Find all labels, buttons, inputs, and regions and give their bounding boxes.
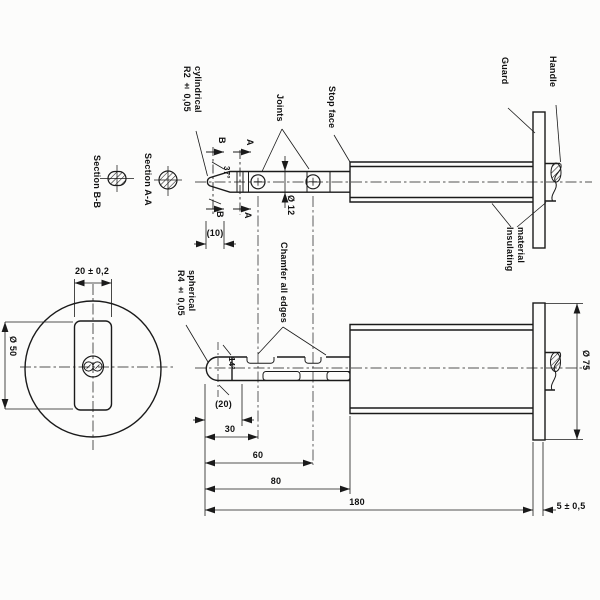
dim-label-20: (20): [215, 399, 232, 409]
handle-break-line-top: [551, 163, 562, 202]
bottom-view: [185, 196, 590, 465]
dim-label-dia50: Ø 50: [8, 336, 18, 357]
dim-10: [194, 221, 236, 249]
section-mark-b-top: B: [217, 137, 227, 144]
leader-handle: [555, 104, 561, 163]
dim-label-10: (10): [206, 228, 224, 238]
dim-label-20-02: 20 ± 0,2: [74, 266, 110, 276]
joint-circle-2: [305, 174, 321, 190]
label-section-bb: Section B-B: [92, 155, 102, 209]
dim-label-angle-14: 14°: [227, 357, 236, 370]
guard-plate-top-view: [532, 111, 546, 249]
barrel-top-view: [349, 161, 533, 203]
label-handle: Handle: [548, 56, 558, 88]
leader-joints: [261, 128, 310, 172]
leader-r4: [185, 324, 209, 363]
dim-label-dia12: Ø 12: [286, 195, 296, 216]
section-mark-a-top: A: [245, 139, 255, 146]
dim-label-5-05: 5 ± 0,5: [556, 501, 586, 511]
section-insets: [100, 165, 182, 196]
handle-break-section-top: [550, 162, 562, 183]
handle-bottom-view: [545, 351, 560, 391]
label-r4-spherical: R4 ± 0,05 spherical: [176, 270, 197, 316]
finger-side-profile: [205, 356, 350, 382]
dim-label-30: 30: [224, 424, 236, 434]
leader-insulating: [491, 202, 547, 228]
dim-label-dia75: Ø 75: [581, 350, 591, 371]
label-chamfer: Chamfer all edges: [279, 242, 289, 323]
dimension-ladder: [193, 303, 583, 516]
label-joints: Joints: [275, 94, 285, 122]
leader-chamfer: [257, 326, 327, 356]
leader-guard: [507, 107, 536, 134]
leader-r2: [195, 130, 208, 177]
dim-label-60: 60: [252, 450, 264, 460]
handle-break-line-bottom: [550, 352, 562, 391]
section-mark-b-bottom: B: [215, 211, 225, 218]
top-view: [194, 104, 592, 249]
end-view: [1, 279, 173, 450]
dim-label-80: 80: [270, 476, 282, 486]
dim-label-180: 180: [349, 497, 365, 507]
barrel-bottom-view: [349, 323, 533, 415]
dim-label-angle-37: 37°: [222, 166, 231, 179]
handle-break-section-bottom: [550, 352, 561, 372]
section-mark-a-bottom: A: [243, 212, 253, 219]
finger-profile: [206, 170, 350, 193]
label-stop-face: Stop face: [327, 86, 337, 129]
label-r2-cylindrical: R2 ± 0,05 cylindrical: [182, 66, 203, 113]
guard-plate-bottom-view: [532, 302, 546, 441]
label-section-aa: Section A-A: [143, 153, 153, 206]
label-insulating-material: Insulating material: [505, 227, 526, 272]
joint-circle-1: [250, 174, 266, 190]
label-guard: Guard: [500, 57, 510, 85]
leader-stop-face: [333, 134, 351, 163]
